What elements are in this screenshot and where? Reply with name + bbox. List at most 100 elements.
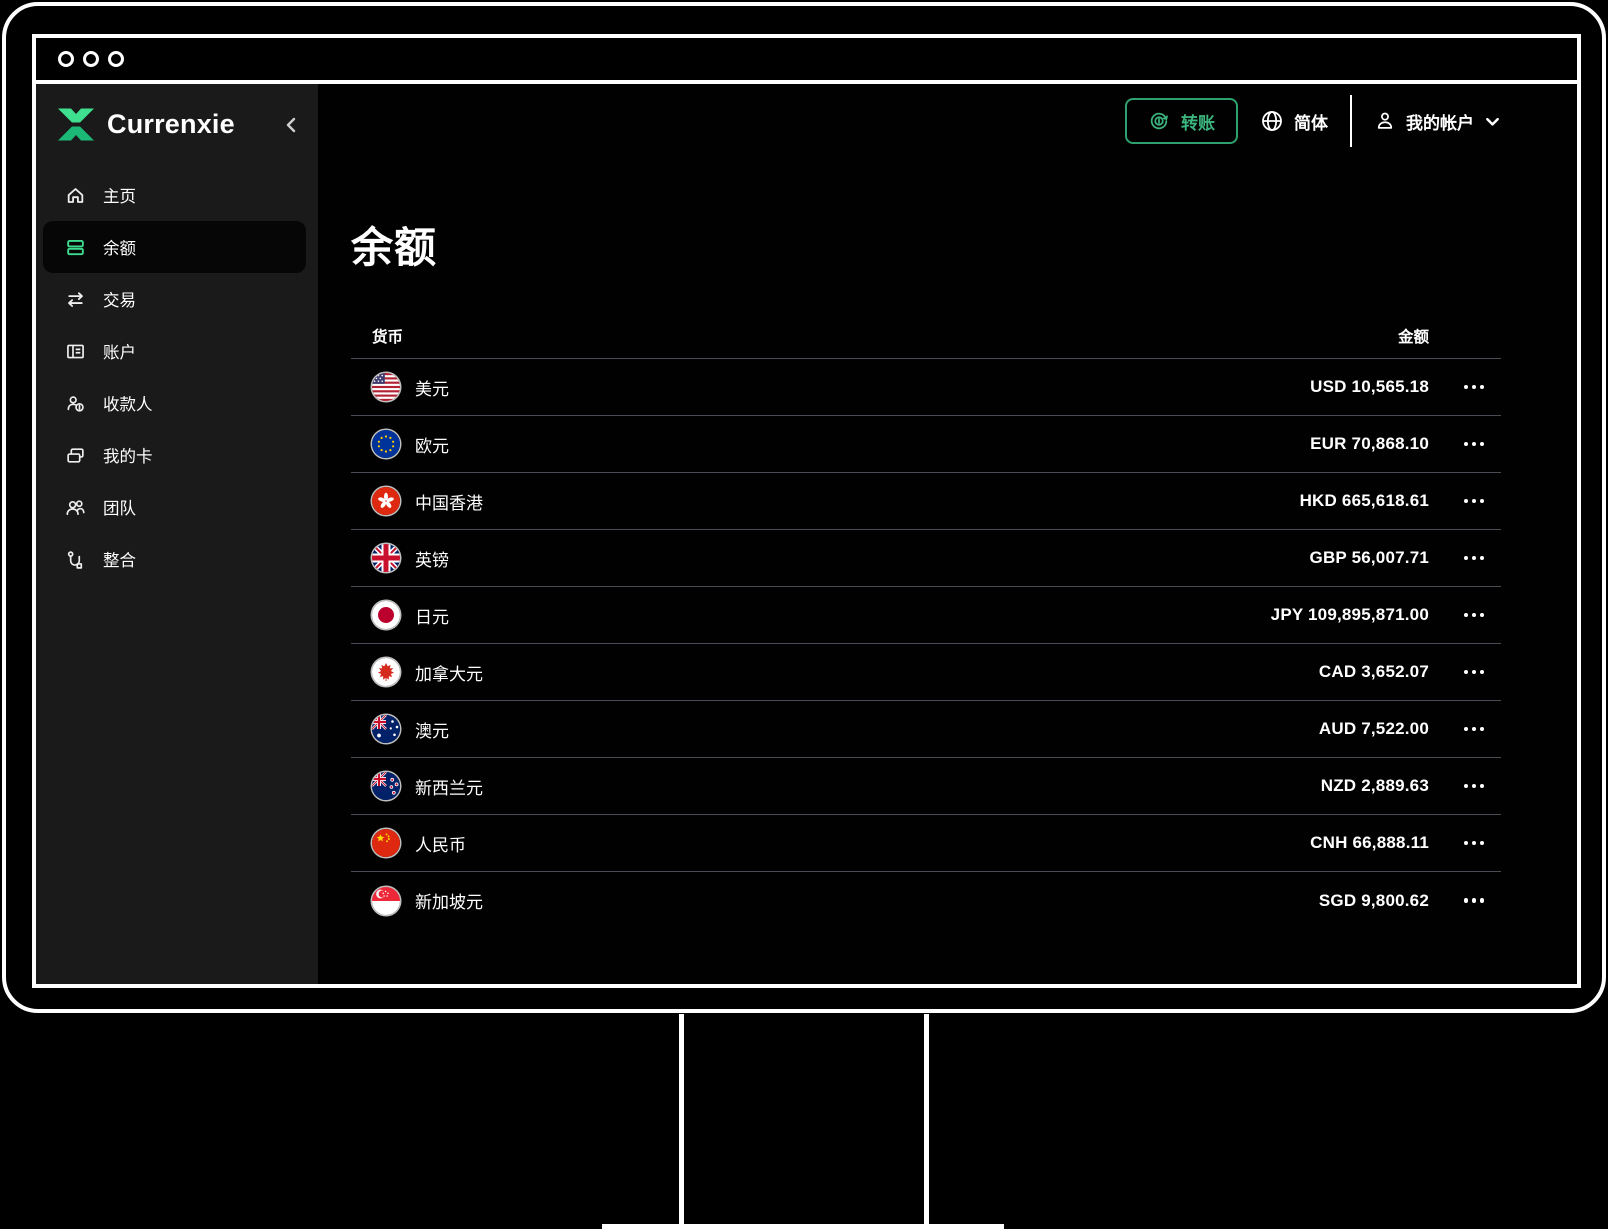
integrations-icon — [67, 550, 82, 569]
currency-flag — [372, 373, 400, 401]
monitor-stand-leg — [924, 1014, 929, 1224]
currency-name: 加拿大元 — [415, 664, 483, 684]
currency-name: 人民币 — [415, 835, 466, 855]
currency-amount: NZD 2,889.63 — [1320, 776, 1429, 795]
monitor-stand-base — [602, 1224, 1004, 1229]
balance-row-gbp[interactable]: 英镑 GBP 56,007.71 — [351, 530, 1501, 587]
row-menu-button[interactable] — [1457, 434, 1491, 454]
sidebar-item-balances[interactable]: 余额 — [43, 221, 306, 273]
row-menu-button[interactable] — [1457, 833, 1491, 853]
currency-flag — [372, 544, 400, 572]
sidebar-item-transactions[interactable]: 交易 — [43, 273, 306, 325]
currency-flag — [372, 658, 400, 686]
balance-row-eur[interactable]: 欧元 EUR 70,868.10 — [351, 416, 1501, 473]
sidebar-item-integrations[interactable]: 整合 — [43, 533, 306, 585]
sg-flag-icon — [372, 886, 400, 915]
currency-flag — [372, 430, 400, 458]
sidebar-item-team[interactable]: 团队 — [43, 481, 306, 533]
table-body: 美元 USD 10,565.18 欧元 EUR 70,868.10 中国香港 H… — [351, 359, 1501, 929]
ca-flag-icon — [372, 658, 400, 686]
column-currency: 货币 — [372, 329, 404, 346]
currency-flag — [372, 829, 400, 857]
currency-name: 美元 — [415, 379, 449, 399]
balance-row-cad[interactable]: 加拿大元 CAD 3,652.07 — [351, 644, 1501, 701]
gb-flag-icon — [372, 544, 400, 572]
account-menu-button[interactable]: 我的帐户 — [1374, 109, 1501, 134]
window-control-dot[interactable] — [108, 51, 124, 67]
row-menu-button[interactable] — [1457, 605, 1491, 625]
sidebar-item-home[interactable]: 主页 — [43, 169, 306, 221]
currency-name: 英镑 — [415, 550, 449, 570]
currency-amount: CNH 66,888.11 — [1310, 833, 1429, 852]
balances-table: 货币 金额 美元 USD 10,565.18 欧元 EUR 70,868.10 … — [351, 325, 1501, 929]
chevron-left-icon — [286, 117, 296, 132]
balance-row-usd[interactable]: 美元 USD 10,565.18 — [351, 359, 1501, 416]
currency-amount: GBP 56,007.71 — [1309, 548, 1429, 567]
currency-flag — [372, 487, 400, 515]
person-icon — [1377, 112, 1393, 129]
balance-row-sgd[interactable]: 新加坡元 SGD 9,800.62 — [351, 872, 1501, 929]
eu-flag-icon — [372, 430, 400, 458]
sidebar-item-cards[interactable]: 我的卡 — [43, 429, 306, 481]
currency-flag — [372, 601, 400, 629]
row-menu-button[interactable] — [1457, 719, 1491, 739]
sidebar-collapse-button[interactable] — [284, 117, 298, 133]
hk-flag-icon — [372, 487, 400, 515]
currency-name: 日元 — [415, 607, 449, 627]
browser-window: Currenxie 主页 余额 交易 账户 收款人 我的卡 团队 整合 — [32, 34, 1581, 988]
sidebar-nav: 主页 余额 交易 账户 收款人 我的卡 团队 整合 — [36, 169, 318, 585]
currency-flag — [372, 886, 400, 915]
column-amount: 金额 — [1397, 329, 1429, 346]
cn-flag-icon — [372, 829, 400, 857]
currency-name: 澳元 — [415, 721, 449, 741]
currency-flag — [372, 715, 400, 743]
monitor-frame: Currenxie 主页 余额 交易 账户 收款人 我的卡 团队 整合 — [2, 2, 1606, 1013]
currency-amount: EUR 70,868.10 — [1310, 434, 1429, 453]
topbar-divider — [1350, 95, 1352, 147]
au-flag-icon — [372, 715, 400, 743]
currency-amount: JPY 109,895,871.00 — [1270, 605, 1429, 624]
cards-icon — [66, 447, 84, 463]
topbar: 转账 简体 我的帐户 — [351, 95, 1501, 147]
team-icon — [65, 499, 85, 515]
main-content: 转账 简体 我的帐户 余额 货币 — [318, 84, 1577, 984]
balance-row-hkd[interactable]: 中国香港 HKD 665,618.61 — [351, 473, 1501, 530]
sidebar: Currenxie 主页 余额 交易 账户 收款人 我的卡 团队 整合 — [36, 84, 318, 984]
balance-row-nzd[interactable]: 新西兰元 NZD 2,889.63 — [351, 758, 1501, 815]
window-control-dot[interactable] — [83, 51, 99, 67]
currency-flag — [372, 772, 400, 800]
balance-row-aud[interactable]: 澳元 AUD 7,522.00 — [351, 701, 1501, 758]
currency-amount: HKD 665,618.61 — [1299, 491, 1429, 510]
currency-amount: USD 10,565.18 — [1310, 377, 1429, 396]
globe-icon — [1262, 111, 1282, 131]
row-menu-button[interactable] — [1457, 377, 1491, 397]
row-menu-button[interactable] — [1457, 662, 1491, 682]
row-menu-button[interactable] — [1457, 891, 1491, 911]
currency-name: 中国香港 — [415, 493, 483, 513]
balances-icon — [66, 239, 84, 255]
currency-amount: CAD 3,652.07 — [1318, 662, 1429, 681]
sidebar-item-accounts[interactable]: 账户 — [43, 325, 306, 377]
sidebar-item-payees[interactable]: 收款人 — [43, 377, 306, 429]
language-button[interactable]: 简体 — [1260, 109, 1328, 134]
balance-row-cnh[interactable]: 人民币 CNH 66,888.11 — [351, 815, 1501, 872]
transfer-icon — [1150, 112, 1168, 130]
transactions-icon — [67, 291, 83, 307]
balance-row-jpy[interactable]: 日元 JPY 109,895,871.00 — [351, 587, 1501, 644]
transfer-button[interactable]: 转账 — [1125, 98, 1238, 144]
currency-name: 新西兰元 — [415, 778, 483, 798]
jp-flag-icon — [372, 601, 400, 629]
currenxie-logo-icon — [58, 108, 94, 141]
window-titlebar — [36, 38, 1577, 84]
table-header: 货币 金额 — [351, 325, 1501, 359]
accounts-icon — [66, 344, 84, 358]
row-menu-button[interactable] — [1457, 491, 1491, 511]
window-control-dot[interactable] — [58, 51, 74, 67]
row-menu-button[interactable] — [1457, 776, 1491, 796]
payees-icon — [67, 395, 84, 412]
currency-amount: AUD 7,522.00 — [1318, 719, 1429, 738]
home-icon — [67, 187, 83, 203]
currency-name: 新加坡元 — [415, 893, 483, 912]
nz-flag-icon — [372, 772, 400, 800]
row-menu-button[interactable] — [1457, 548, 1491, 568]
